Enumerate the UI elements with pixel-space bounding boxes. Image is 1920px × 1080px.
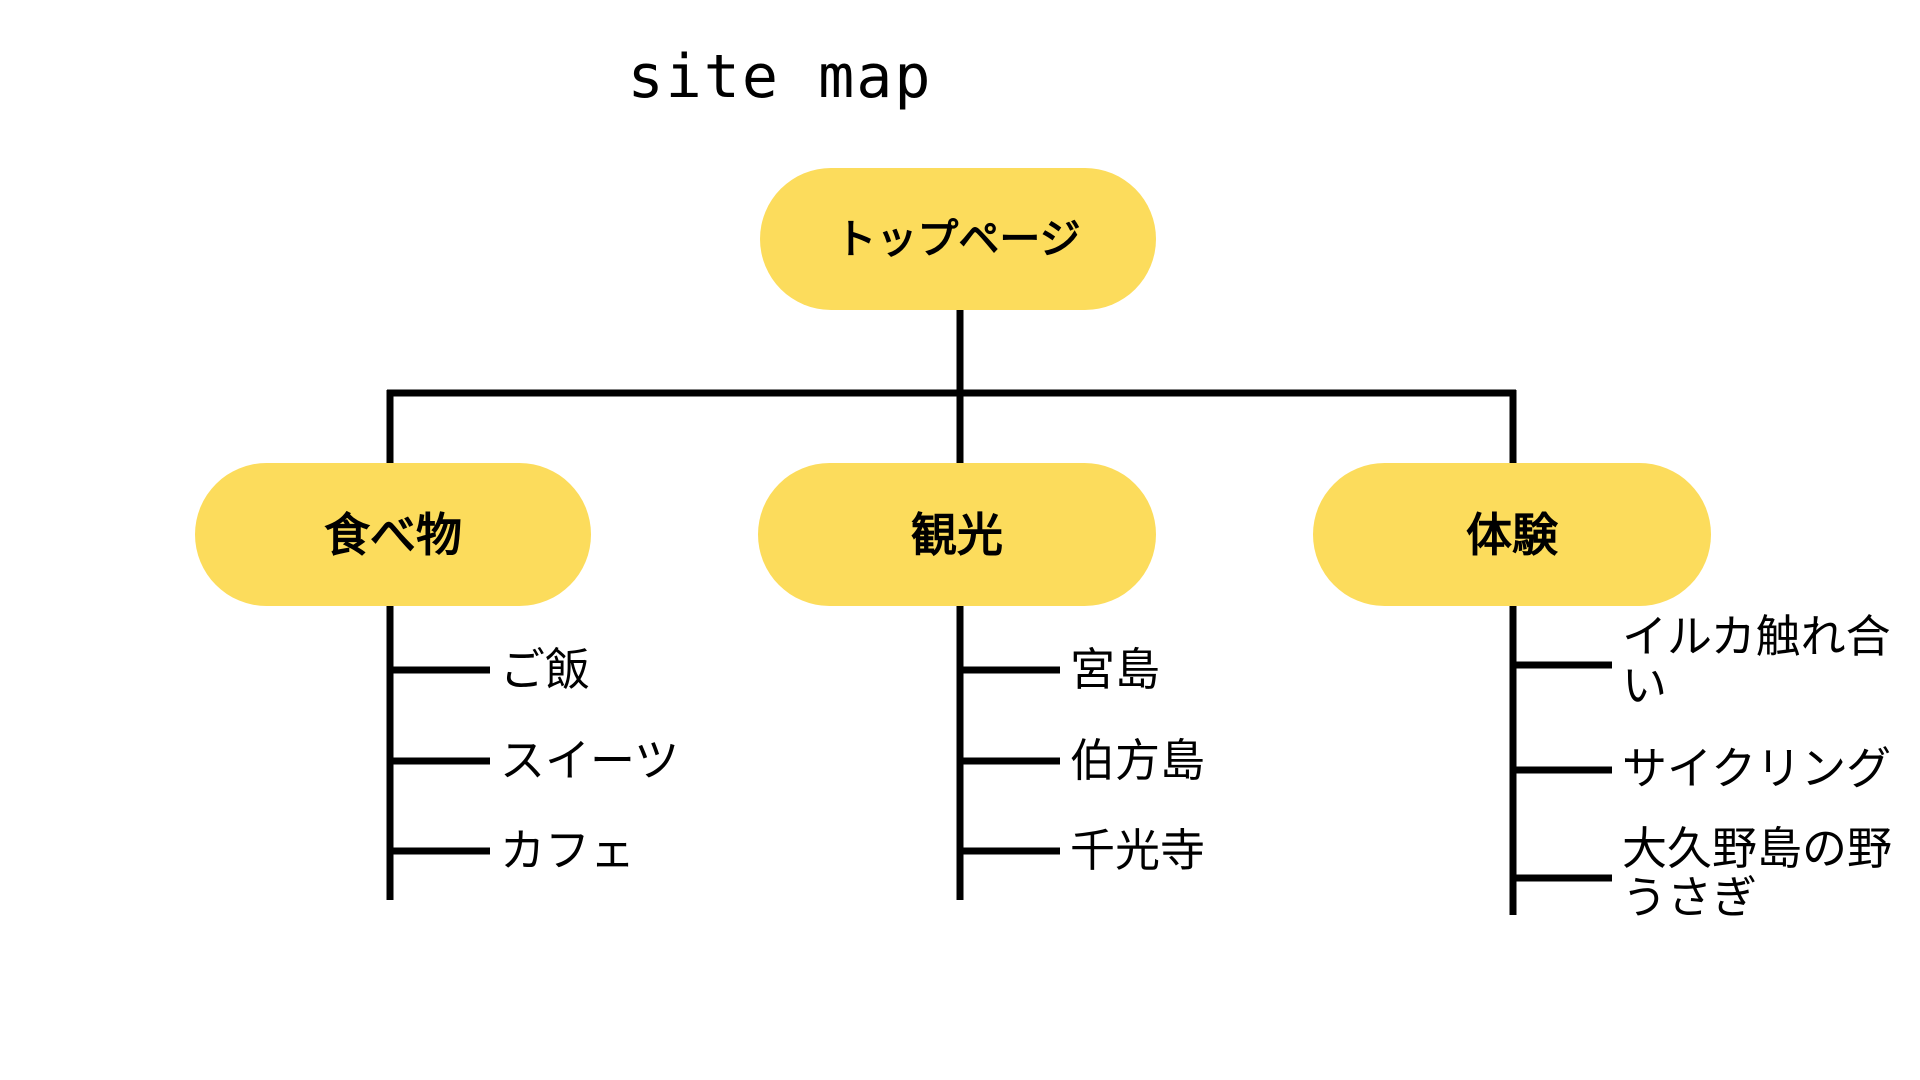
- leaf-food-1[interactable]: ご飯: [500, 644, 591, 695]
- node-root-label: トップページ: [835, 215, 1081, 262]
- node-branch-sightseeing-label: 観光: [911, 508, 1003, 561]
- leaf-food-3[interactable]: カフェ: [500, 825, 636, 876]
- page-title: site map: [627, 42, 933, 112]
- leaf-experience-2[interactable]: サイクリング: [1622, 743, 1892, 794]
- node-root[interactable]: トップページ: [760, 168, 1156, 310]
- leaf-sightseeing-2[interactable]: 伯方島: [1070, 735, 1206, 786]
- node-branch-experience[interactable]: 体験: [1313, 463, 1711, 606]
- node-branch-sightseeing[interactable]: 観光: [758, 463, 1156, 606]
- node-branch-food[interactable]: 食べ物: [195, 463, 591, 606]
- leaf-food-2[interactable]: スイーツ: [500, 735, 680, 786]
- node-branch-experience-label: 体験: [1466, 508, 1558, 561]
- leaf-sightseeing-1[interactable]: 宮島: [1070, 644, 1161, 695]
- leaf-experience-1[interactable]: イルカ触れ合い: [1622, 611, 1891, 711]
- leaf-experience-3[interactable]: 大久野島の野うさぎ: [1622, 823, 1893, 923]
- leaf-sightseeing-3[interactable]: 千光寺: [1070, 825, 1206, 876]
- node-branch-food-label: 食べ物: [324, 508, 462, 561]
